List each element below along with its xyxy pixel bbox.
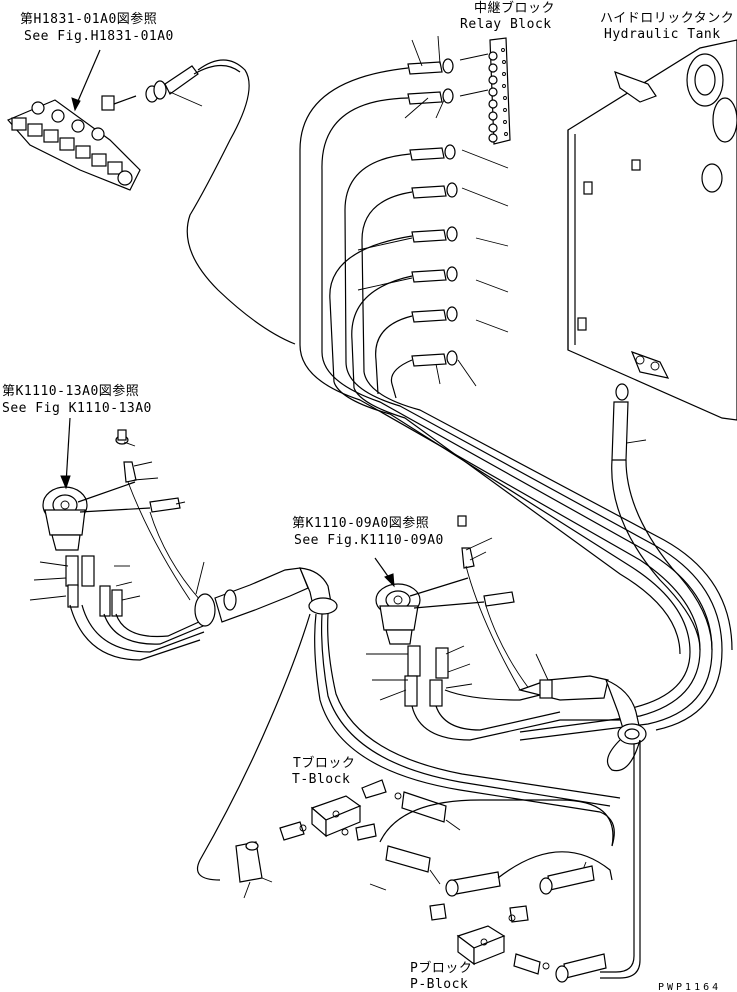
hydraulic-tank-jp: ハイドロリックタンク — [600, 11, 735, 26]
callout-lines-center — [366, 537, 549, 701]
ref-k1110-13-jp: 第K1110-13A0図参照 — [2, 384, 140, 399]
hydraulic-tank-en: Hydraulic Tank — [604, 27, 721, 42]
relay-block — [459, 37, 511, 145]
ref-k1110-09-jp: 第K1110-09A0図参照 — [292, 516, 430, 531]
leader-h1831 — [74, 49, 101, 109]
t-block-jp: Tブロック — [293, 756, 356, 771]
arrowhead-icon — [71, 97, 81, 112]
relay-hose-fittings — [407, 58, 458, 367]
callout-lines-left — [29, 441, 205, 601]
arrowhead-icon — [60, 475, 71, 490]
tank-hose — [611, 401, 629, 461]
ref-k1110-09-en: See Fig.K1110-09A0 — [294, 533, 444, 548]
ref-h1831-jp: 第H1831-01A0図参照 — [20, 12, 158, 27]
relay-block-en: Relay Block — [460, 17, 552, 32]
hydraulic-tank — [567, 39, 737, 421]
drawing-code: PWP1164 — [658, 982, 722, 992]
elbow-left — [194, 567, 338, 627]
t-block — [235, 779, 447, 883]
valve-k1110-09 — [375, 515, 531, 707]
hose-bundle — [299, 67, 733, 741]
relay-block-jp: 中継ブロック — [474, 1, 556, 16]
p-block-jp: Pブロック — [410, 961, 473, 976]
valve-assembly-h1831 — [7, 65, 199, 191]
elbow-right — [517, 675, 647, 772]
ref-h1831-en: See Fig.H1831-01A0 — [24, 29, 174, 44]
p-block-en: P-Block — [410, 977, 469, 992]
ref-k1110-13-en: See Fig K1110-13A0 — [2, 401, 152, 416]
valve-k1110-13 — [42, 429, 201, 617]
return-hose-loop — [186, 59, 296, 345]
arrowhead-icon — [384, 573, 395, 588]
p-block — [429, 865, 607, 983]
leader-k1110-13 — [65, 417, 71, 485]
t-block-en: T-Block — [292, 772, 351, 787]
